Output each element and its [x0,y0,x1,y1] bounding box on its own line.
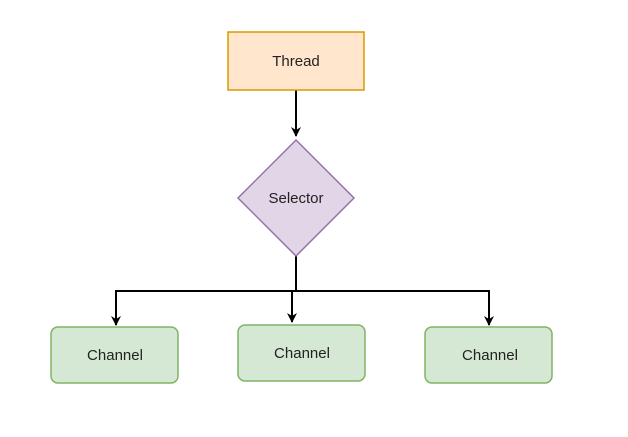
thread-box [227,31,365,91]
edges [111,90,494,326]
thread-node[interactable]: Thread [227,31,365,91]
channel-label: Channel [87,347,143,364]
thread-label: Thread [272,53,320,70]
channel-label: Channel [274,345,330,362]
channel-node-3[interactable]: Channel [424,326,553,384]
edge-selector-to-channel-1 [111,256,297,326]
edge-selector-to-channel-3 [295,256,494,326]
channel-box [237,324,366,382]
channel-node-2[interactable]: Channel [237,324,366,382]
channel-box [50,326,179,384]
channel-label: Channel [462,347,518,364]
selector-diamond [236,138,356,258]
selector-node[interactable]: Selector [236,138,356,258]
selector-label: Selector [268,190,323,207]
channel-node-1[interactable]: Channel [50,326,179,384]
channel-box [424,326,553,384]
